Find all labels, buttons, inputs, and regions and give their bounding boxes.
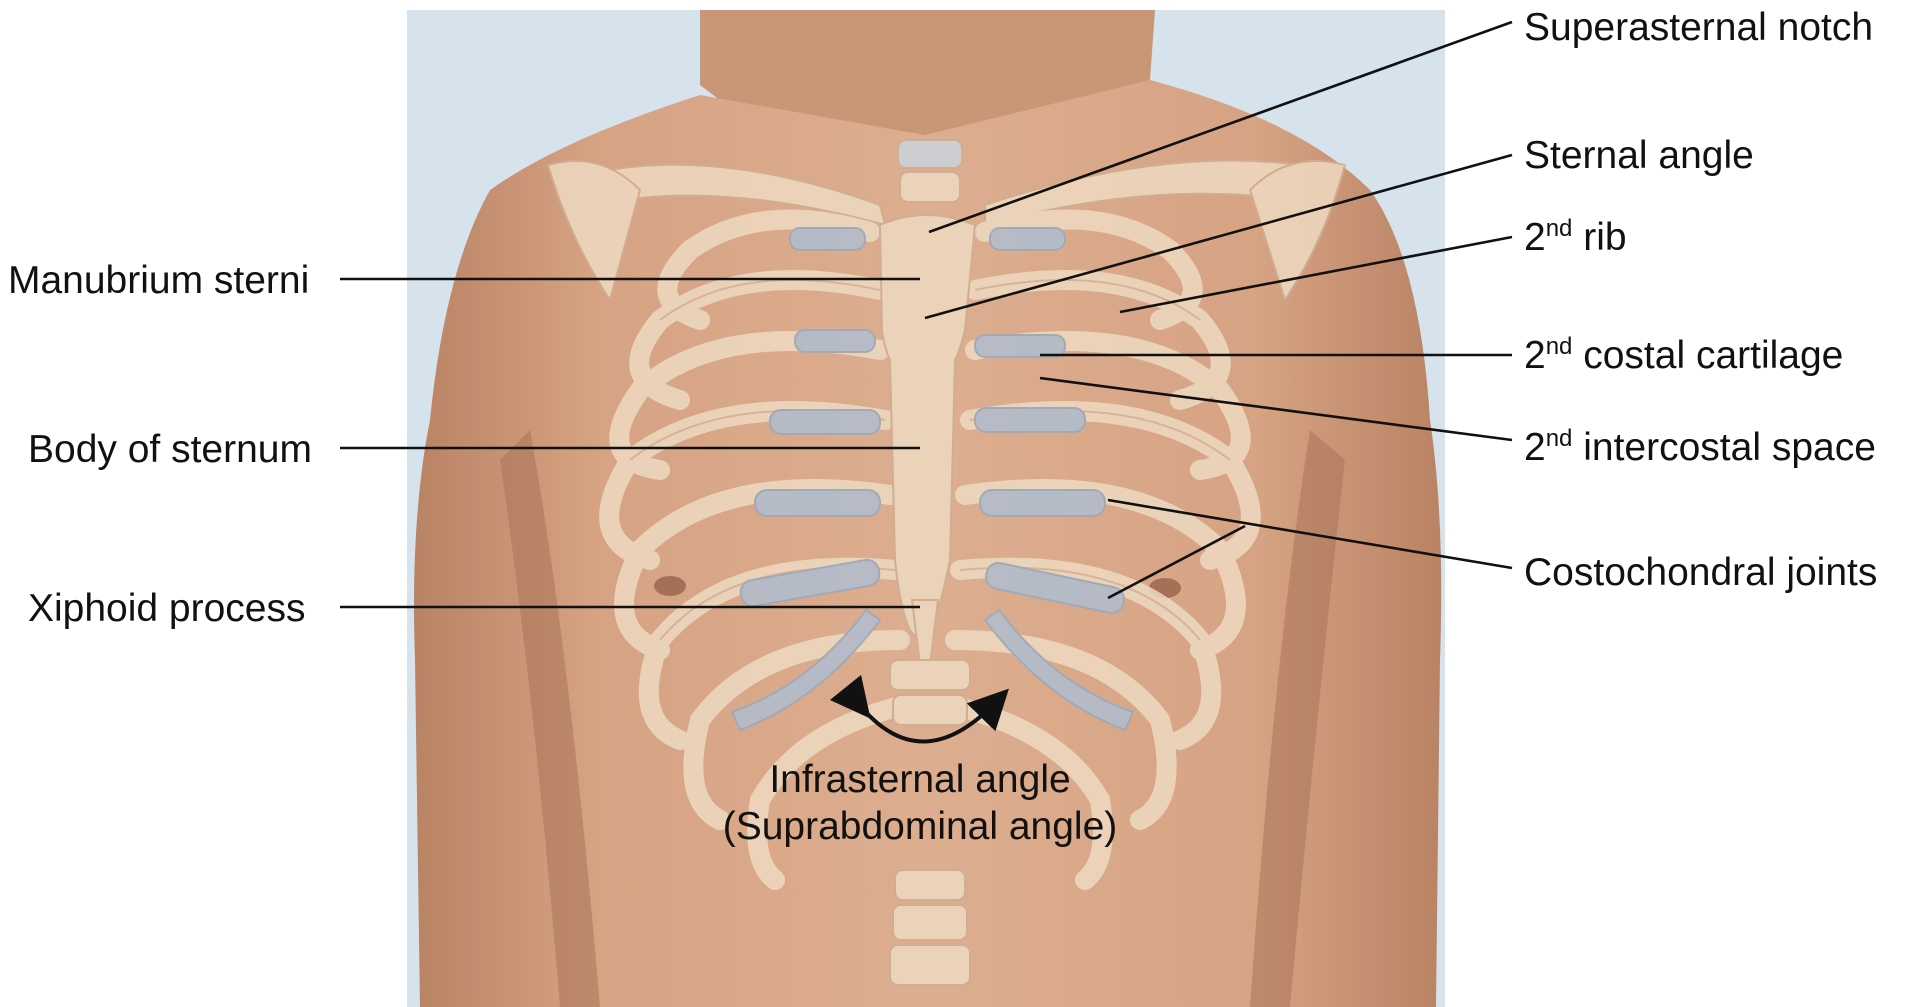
label-second-rib-suffix: nd bbox=[1546, 215, 1573, 242]
label-second-costal-cartilage-suffix: nd bbox=[1546, 333, 1573, 360]
label-second-intercostal-space-text: intercostal space bbox=[1572, 426, 1876, 469]
label-costochondral-joints: Costochondral joints bbox=[1524, 553, 1877, 592]
label-second-rib-ordinal: 2 bbox=[1524, 216, 1546, 259]
label-second-costal-cartilage-text: costal cartilage bbox=[1572, 334, 1843, 377]
label-infrasternal-angle-line1: Infrasternal angle bbox=[700, 760, 1140, 799]
label-second-rib-text: rib bbox=[1572, 216, 1626, 259]
label-second-rib: 2nd rib bbox=[1524, 218, 1627, 257]
label-superasternal-notch: Superasternal notch bbox=[1524, 8, 1873, 47]
label-suprabdominal-angle-line2: (Suprabdominal angle) bbox=[700, 807, 1140, 846]
label-second-intercostal-space-suffix: nd bbox=[1546, 425, 1573, 452]
label-second-intercostal-space: 2nd intercostal space bbox=[1524, 428, 1876, 467]
label-sternal-angle: Sternal angle bbox=[1524, 136, 1754, 175]
label-second-costal-cartilage: 2nd costal cartilage bbox=[1524, 336, 1843, 375]
label-xiphoid-process: Xiphoid process bbox=[28, 589, 306, 628]
label-infrasternal-angle: Infrasternal angle (Suprabdominal angle) bbox=[700, 760, 1140, 846]
label-body-of-sternum: Body of sternum bbox=[28, 430, 312, 469]
label-manubrium-sterni: Manubrium sterni bbox=[8, 261, 309, 300]
label-second-intercostal-space-ordinal: 2 bbox=[1524, 426, 1546, 469]
label-second-costal-cartilage-ordinal: 2 bbox=[1524, 334, 1546, 377]
